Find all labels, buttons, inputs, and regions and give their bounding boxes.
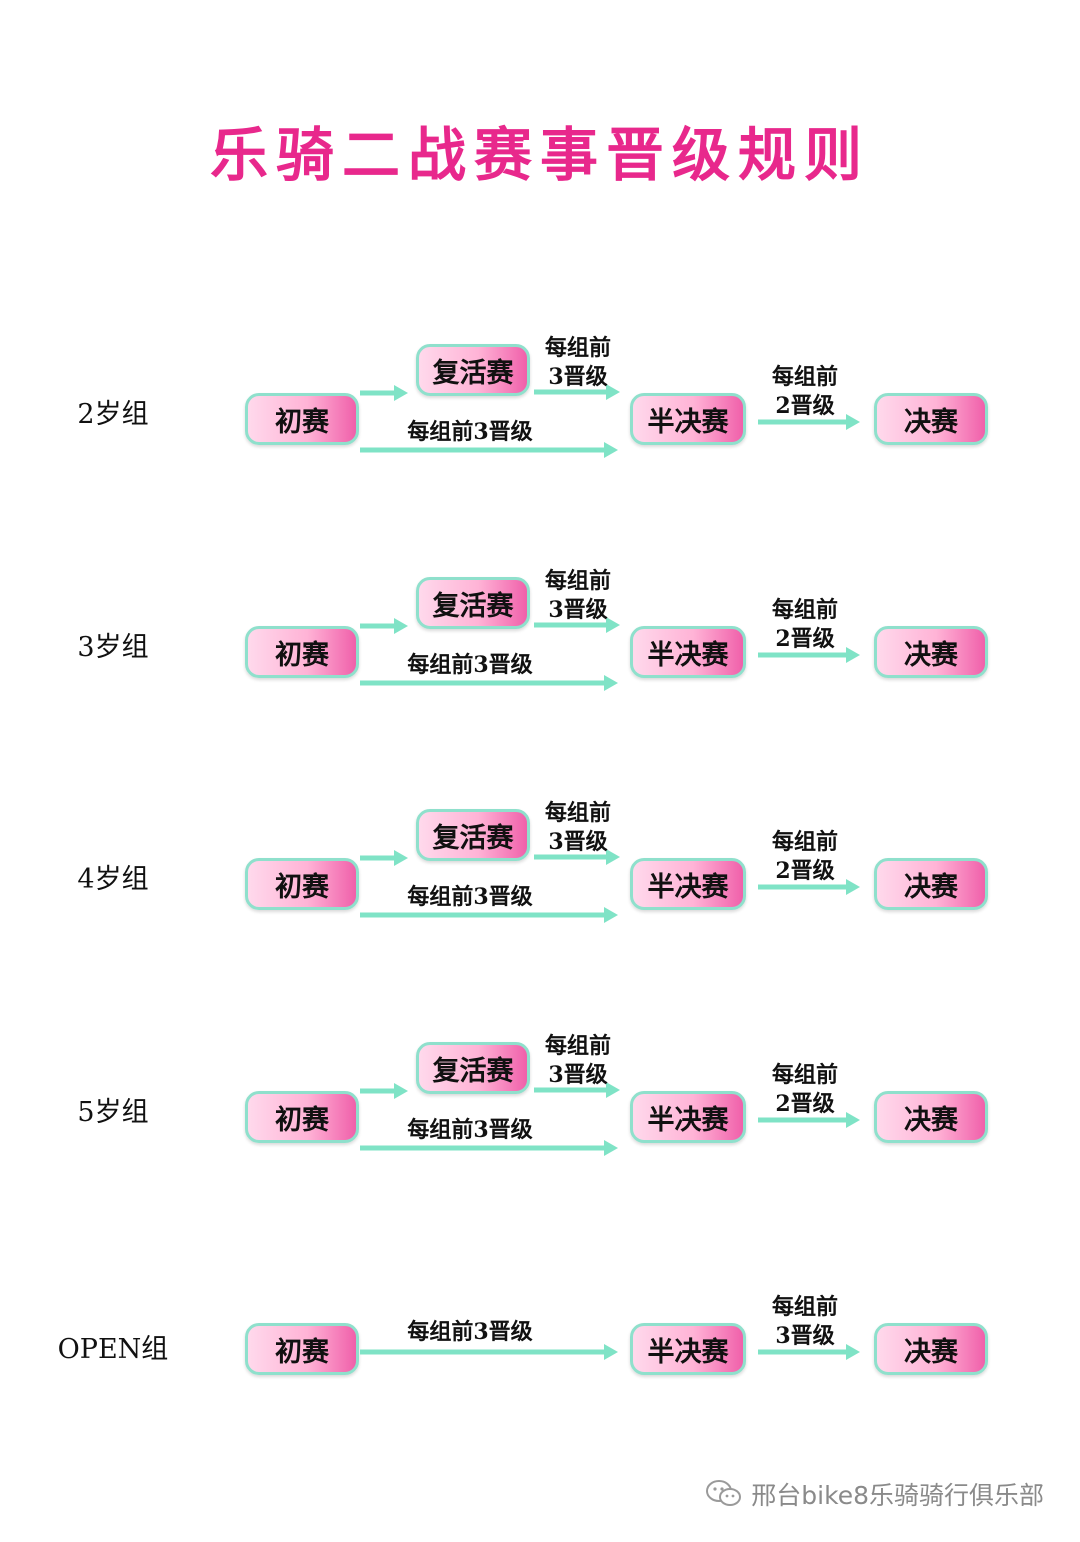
semifinal-node: 半决赛 [630,858,746,910]
arrow-semifinal-to-final [758,647,860,663]
final-node: 决赛 [874,1323,988,1375]
arrow-repechage-to-semifinal [534,384,620,400]
repechage-node: 复活赛 [416,1042,530,1094]
arrow-prelim-to-repechage [360,385,408,401]
label-line-2: 2晋级 [775,858,835,884]
final-node: 决赛 [874,393,988,445]
label-line-2: 3晋级 [775,1323,835,1349]
arrow-semifinal-to-final [758,1344,860,1360]
prelim-node: 初赛 [245,858,359,910]
arrow-semifinal-to-final [758,414,860,430]
prelim-node: 初赛 [245,1091,359,1143]
label-line-1: 每组前 [771,829,838,855]
arrow-semifinal-to-final [758,1112,860,1128]
repechage-node: 复活赛 [416,577,530,629]
semifinal-node: 半决赛 [630,626,746,678]
final-node: 决赛 [874,1091,988,1143]
prelim-node: 初赛 [245,393,359,445]
label-line-2: 3晋级 [548,364,608,390]
direct-advance-label: 每组前3晋级 [407,419,533,445]
label-line-2: 2晋级 [775,1091,835,1117]
group-row-2yr: 2岁组 初赛 复活赛 半决赛 决赛 每组前 3晋级 每组前3晋级 每组前 2晋级 [0,330,1080,490]
arrow-prelim-to-semifinal [360,1140,618,1156]
final-node: 决赛 [874,626,988,678]
wechat-icon [706,1480,742,1506]
arrow-semifinal-to-final [758,879,860,895]
arrow-prelim-to-semifinal [360,442,618,458]
semifinal-advance-label: 每组前 2晋级 [766,363,844,421]
prelim-node: 初赛 [245,1323,359,1375]
group-label: 4岁组 [77,864,149,895]
group-row-5yr: 5岁组 初赛 复活赛 半决赛 决赛 每组前 3晋级 每组前3晋级 每组前 2晋级 [0,1028,1080,1188]
group-label: 2岁组 [77,399,149,430]
repechage-node: 复活赛 [416,809,530,861]
arrow-prelim-to-semifinal [360,1344,618,1360]
group-row-3yr: 3岁组 初赛 复活赛 半决赛 决赛 每组前 3晋级 每组前3晋级 每组前 2晋级 [0,563,1080,723]
label-line-1: 每组前 [544,335,611,361]
watermark-text: 邢台bike8乐骑骑行俱乐部 [751,1481,1044,1510]
arrow-prelim-to-semifinal [360,675,618,691]
arrow-repechage-to-semifinal [534,1082,620,1098]
label-line-2: 3晋级 [548,1062,608,1088]
semifinal-node: 半决赛 [630,1091,746,1143]
page-title: 乐骑二战赛事晋级规则 [209,121,870,189]
semifinal-node: 半决赛 [630,393,746,445]
label-line-2: 3晋级 [548,597,608,623]
group-label: 5岁组 [77,1097,149,1128]
semifinal-advance-label: 每组前 2晋级 [766,1061,844,1119]
label-line-1: 每组前 [544,800,611,826]
arrow-prelim-to-repechage [360,1083,408,1099]
group-row-open: OPEN组 初赛 半决赛 决赛 每组前3晋级 每组前 3晋级 [0,1260,1080,1420]
arrow-prelim-to-repechage [360,618,408,634]
label-line-2: 2晋级 [775,626,835,652]
arrow-prelim-to-semifinal [360,907,618,923]
group-row-4yr: 4岁组 初赛 复活赛 半决赛 决赛 每组前 3晋级 每组前3晋级 每组前 2晋级 [0,795,1080,955]
direct-advance-label: 每组前3晋级 [407,1319,533,1345]
group-label: 3岁组 [77,632,149,663]
label-line-1: 每组前 [771,1062,838,1088]
label-line-2: 3晋级 [548,829,608,855]
semifinal-node: 半决赛 [630,1323,746,1375]
direct-advance-label: 每组前3晋级 [407,652,533,678]
watermark: 邢台bike8乐骑骑行俱乐部 [705,1476,1044,1512]
semifinal-advance-label: 每组前 3晋级 [766,1293,844,1351]
direct-advance-label: 每组前3晋级 [407,884,533,910]
arrow-prelim-to-repechage [360,850,408,866]
label-line-1: 每组前 [771,364,838,390]
direct-advance-label: 每组前3晋级 [407,1117,533,1143]
semifinal-advance-label: 每组前 2晋级 [766,828,844,886]
arrow-repechage-to-semifinal [534,617,620,633]
prelim-node: 初赛 [245,626,359,678]
repechage-advance-label: 每组前 3晋级 [540,334,616,392]
repechage-advance-label: 每组前 3晋级 [540,1032,616,1090]
semifinal-advance-label: 每组前 2晋级 [766,596,844,654]
arrow-repechage-to-semifinal [534,849,620,865]
label-line-1: 每组前 [771,597,838,623]
repechage-advance-label: 每组前 3晋级 [540,567,616,625]
label-line-1: 每组前 [771,1294,838,1320]
label-line-1: 每组前 [544,568,611,594]
label-line-2: 2晋级 [775,393,835,419]
label-line-1: 每组前 [544,1033,611,1059]
repechage-node: 复活赛 [416,344,530,396]
repechage-advance-label: 每组前 3晋级 [540,799,616,857]
final-node: 决赛 [874,858,988,910]
group-label: OPEN组 [57,1334,169,1365]
